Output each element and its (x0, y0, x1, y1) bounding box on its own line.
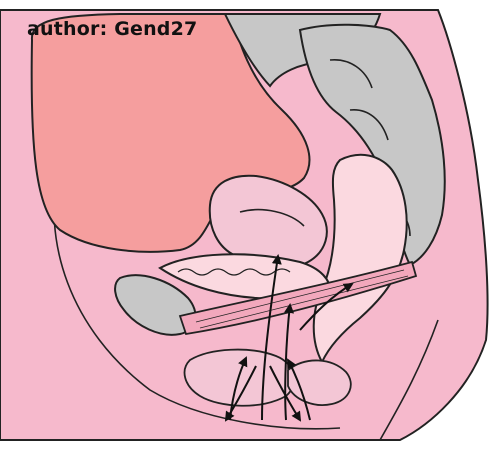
author-credit: author: Gend27 (27, 18, 197, 40)
